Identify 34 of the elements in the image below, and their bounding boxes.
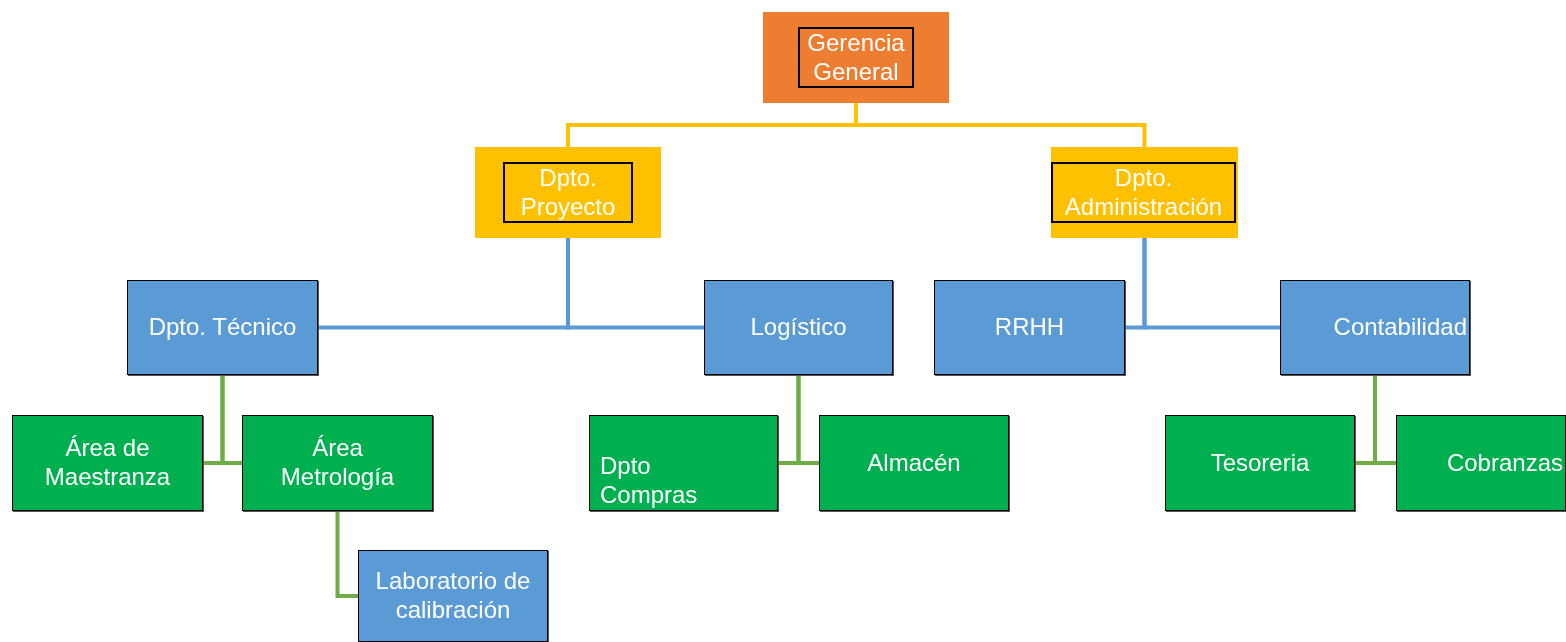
connector-line — [220, 375, 242, 465]
node-label: RRHH — [994, 313, 1065, 342]
node-label: Dpto Compras — [600, 452, 699, 510]
connector-line — [335, 511, 358, 598]
connector-line — [854, 103, 1147, 147]
org-box — [12, 415, 203, 511]
node-label: Almacén — [867, 448, 961, 478]
org-box — [475, 147, 661, 238]
org-box — [242, 415, 433, 511]
org-box — [819, 415, 1009, 511]
node-label: Laboratorio de calibración — [374, 567, 532, 625]
connector-line — [566, 238, 704, 330]
org-box — [1396, 415, 1566, 511]
connector-line — [1142, 238, 1280, 330]
node-label: Contabilidad — [1333, 313, 1467, 342]
org-box — [1280, 280, 1470, 375]
node-label: Dpto. Administración — [1051, 161, 1236, 224]
node-label: Dpto. Técnico — [148, 313, 297, 342]
org-box — [589, 415, 778, 511]
org-box — [704, 280, 893, 375]
node-label: Área Metrología — [279, 434, 396, 492]
node-label: Área de Maestranza — [43, 434, 172, 492]
org-box — [763, 12, 949, 103]
org-box — [358, 550, 548, 642]
org-box — [1051, 147, 1238, 238]
node-label: Tesoreria — [1210, 448, 1310, 478]
node-label: Dpto. Proyecto — [503, 161, 633, 224]
org-box — [127, 280, 318, 375]
node-label: Cobranzas — [1446, 448, 1563, 478]
node-label: Logístico — [750, 313, 847, 342]
org-box — [1165, 415, 1355, 511]
connector-line — [796, 375, 819, 465]
node-label: Gerencia General — [798, 26, 914, 89]
org-box — [934, 280, 1125, 375]
